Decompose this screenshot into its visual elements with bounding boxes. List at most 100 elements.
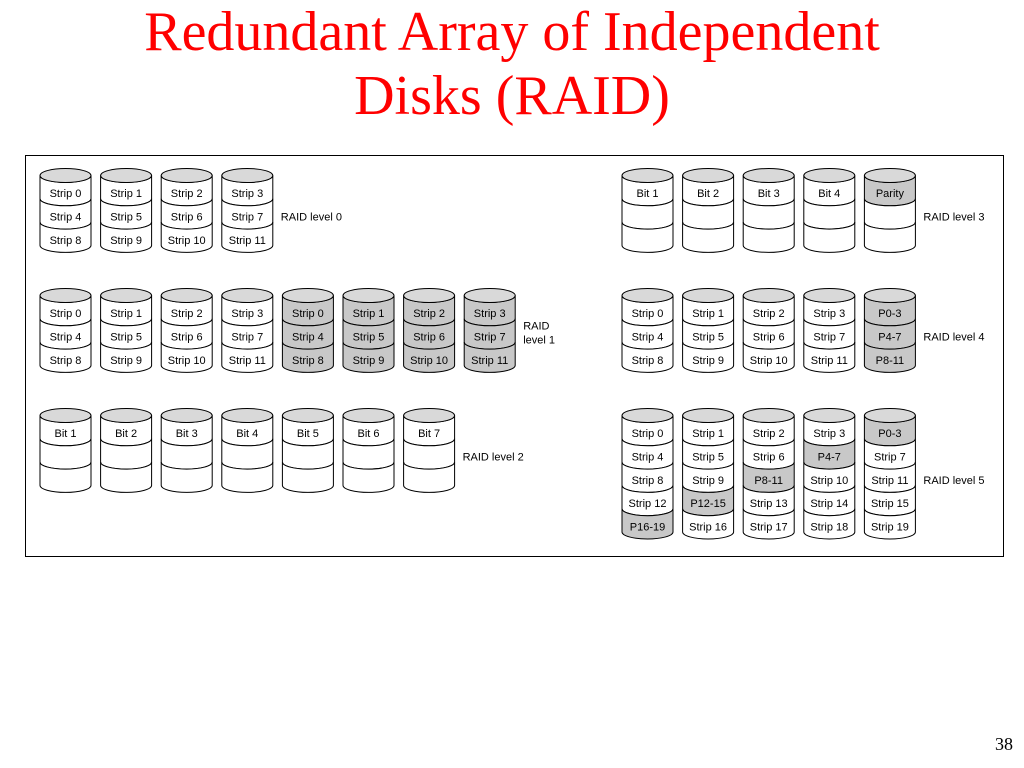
disk-segment-label: Strip 12	[629, 498, 667, 510]
disk-segment-label: Strip 10	[168, 355, 206, 367]
disk-segment-label: Strip 2	[753, 308, 785, 320]
disk-segment-label: Strip 2	[171, 188, 203, 200]
disk-segment-label: Strip 5	[110, 211, 142, 223]
disk-segment-label: Strip 7	[874, 451, 906, 463]
disk: Bit 2	[100, 408, 153, 493]
disk-segment-label: Strip 9	[353, 355, 385, 367]
disk-segment-label: Strip 7	[231, 211, 263, 223]
disk-top	[100, 408, 153, 423]
disk-segment-shaded	[403, 341, 456, 373]
disk-segment	[682, 221, 735, 253]
disk-segment-label: Strip 0	[632, 308, 664, 320]
disk-segment	[342, 461, 395, 493]
disk: Bit 7	[403, 408, 456, 493]
disk-segment	[403, 461, 456, 493]
disk-segment-label: Strip 9	[110, 235, 142, 247]
raid-level-label: RAID level 3	[923, 211, 984, 223]
page-number: 38	[995, 734, 1013, 754]
disk-segment	[221, 341, 274, 373]
disk-segment-label: Strip 6	[753, 331, 785, 343]
disk-top	[863, 288, 916, 303]
disk-segment-label: Strip 6	[171, 211, 203, 223]
disk-segment-label: Strip 2	[413, 308, 445, 320]
disk-segment-label: P4-7	[878, 331, 901, 343]
disk-segment-label: Strip 16	[689, 521, 727, 533]
disk-segment	[39, 461, 92, 493]
disk-segment	[742, 221, 795, 253]
disk-segment-label: Strip 0	[50, 188, 82, 200]
disk-segment-label: Bit 3	[176, 428, 198, 440]
disk-segment-label: Strip 9	[110, 355, 142, 367]
disk-segment-label: Strip 3	[231, 188, 263, 200]
disk-segment-label: Strip 4	[632, 451, 664, 463]
disk: Bit 1	[621, 168, 674, 253]
disk-top	[682, 168, 735, 183]
disk-top	[621, 288, 674, 303]
slide-title: Redundant Array of Independent Disks (RA…	[144, 1, 880, 127]
disk-segment	[621, 341, 674, 373]
disk-segment-label: Strip 7	[474, 331, 506, 343]
disk-segment-label: Strip 18	[810, 521, 848, 533]
disk-segment-label: Strip 13	[750, 498, 788, 510]
disk-segment	[39, 341, 92, 373]
disk-top	[100, 288, 153, 303]
disk-segment-shaded	[281, 341, 334, 373]
disk-segment-label: Strip 8	[632, 475, 664, 487]
disk-segment	[803, 221, 856, 253]
disk-top	[281, 288, 334, 303]
disk-segment	[160, 221, 213, 253]
disk-segment-label: Bit 7	[418, 428, 440, 440]
disk-segment-label: Strip 2	[171, 308, 203, 320]
disk-segment-label: Strip 0	[632, 428, 664, 440]
disk-top	[160, 408, 213, 423]
disk-segment-shaded	[621, 508, 674, 540]
disk-segment-label: Strip 6	[413, 331, 445, 343]
disk-segment-label: Bit 1	[54, 428, 76, 440]
disk-segment-label: Strip 8	[632, 355, 664, 367]
disk-top	[742, 168, 795, 183]
disk-segment-label: P8-11	[876, 355, 905, 367]
disk-segment	[160, 341, 213, 373]
disk-segment-label: Bit 1	[636, 188, 658, 200]
raid-level-label: RAID level 2	[463, 451, 524, 463]
disk-segment-label: Strip 11	[811, 355, 848, 367]
disk-segment	[803, 341, 856, 373]
disk-segment-label: Strip 0	[50, 308, 82, 320]
disk: Bit 3	[742, 168, 795, 253]
disk-top	[342, 408, 395, 423]
disk-segment-label: P8-11	[754, 475, 783, 487]
disk-segment-label: Strip 10	[750, 355, 788, 367]
disk-segment-label: Strip 4	[50, 211, 82, 223]
disk-segment-label: Strip 5	[692, 331, 724, 343]
disk-segment-label: Strip 3	[813, 308, 845, 320]
disk-top	[221, 288, 274, 303]
disk-segment-label: Strip 11	[229, 355, 266, 367]
disk-segment-label: Strip 2	[753, 428, 785, 440]
disk-segment	[621, 221, 674, 253]
disk-segment	[221, 461, 274, 493]
disk-segment-label: Strip 4	[292, 331, 324, 343]
disk-segment-label: P0-3	[878, 428, 901, 440]
disk-segment-label: Strip 4	[50, 331, 82, 343]
disk-segment-label: Bit 5	[297, 428, 319, 440]
disk-segment-label: Strip 7	[813, 331, 845, 343]
disk-segment-shaded	[463, 341, 516, 373]
disk-segment-label: Strip 1	[353, 308, 385, 320]
disk-top	[160, 168, 213, 183]
disk-segment-label: Bit 2	[697, 188, 719, 200]
disk-segment-label: Strip 8	[50, 235, 82, 247]
disk-segment-label: Strip 1	[692, 428, 724, 440]
disk-segment-shaded	[342, 341, 395, 373]
disk-segment	[100, 341, 153, 373]
disk-top	[621, 408, 674, 423]
